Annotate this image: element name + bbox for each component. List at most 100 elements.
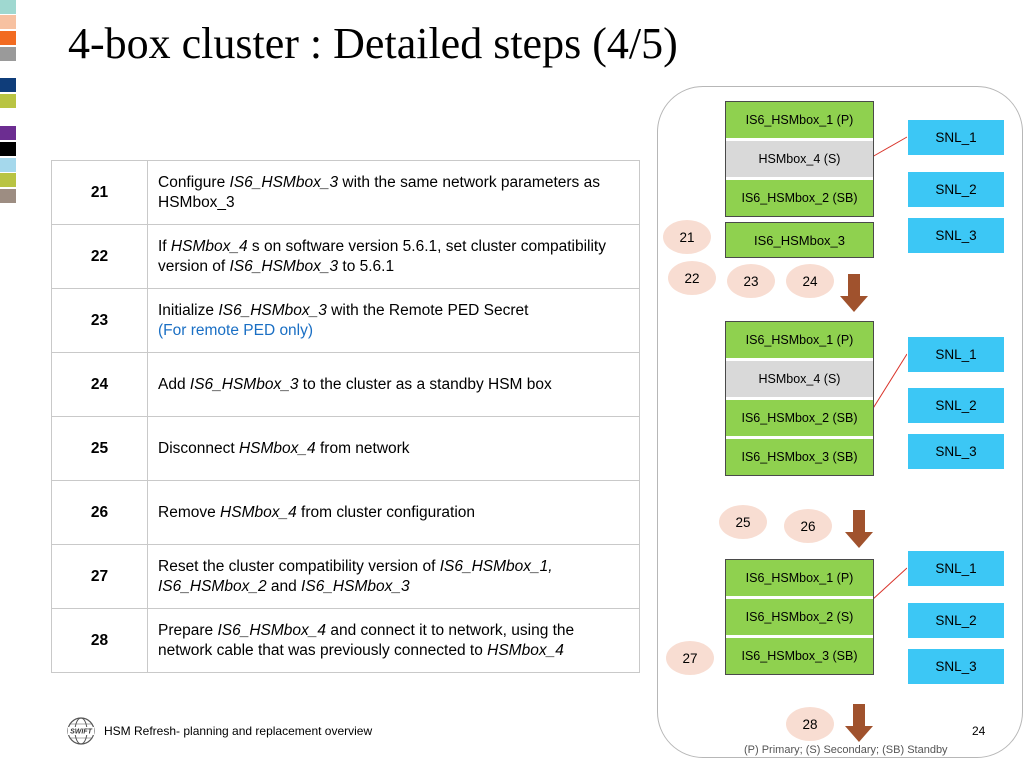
step-bubble: 25 [719, 505, 767, 539]
step-number: 24 [51, 352, 148, 417]
step-text: s on software version 5.6.1, set cluster… [158, 237, 606, 275]
link-line [871, 567, 908, 601]
snl-box: SNL_2 [907, 171, 1005, 208]
hsm-box: IS6_HSMbox_2 (SB) [726, 180, 873, 216]
color-strip-block [0, 15, 16, 29]
legend-text: (P) Primary; (S) Secondary; (SB) Standby [744, 744, 948, 756]
hsm-cluster-3: IS6_HSMbox_1 (P) IS6_HSMbox_2 (S) IS6_HS… [725, 559, 874, 675]
step-text: and [266, 577, 302, 595]
down-arrow-icon [840, 274, 868, 312]
hsm-box: IS6_HSMbox_2 (S) [726, 599, 873, 635]
device-name: IS6_HSMbox_3 [229, 173, 339, 191]
step-text: Prepare [158, 621, 218, 639]
snl-box: SNL_3 [907, 648, 1005, 685]
step-bubble: 22 [668, 261, 716, 295]
color-strip-block [0, 47, 16, 61]
hsm-box: IS6_HSMbox_1 (P) [726, 102, 873, 138]
color-strip-block [0, 158, 16, 172]
step-description: Configure IS6_HSMbox_3 with the same net… [147, 160, 640, 225]
snl-box: SNL_1 [907, 336, 1005, 373]
hsm-box: HSMbox_4 (S) [726, 361, 873, 397]
step-text: to the cluster as a standby HSM box [298, 375, 552, 393]
color-strip-block [0, 31, 16, 45]
hsm-box: IS6_HSMbox_2 (SB) [726, 400, 873, 436]
step-bubble: 26 [784, 509, 832, 543]
device-name: IS6_HSMbox_3 [218, 301, 327, 319]
step-description: If HSMbox_4 s on software version 5.6.1,… [147, 224, 640, 289]
step-text: from network [315, 439, 410, 457]
hsm-cluster-2: IS6_HSMbox_1 (P) HSMbox_4 (S) IS6_HSMbox… [725, 321, 874, 476]
page-title: 4-box cluster : Detailed steps (4/5) [68, 19, 678, 68]
color-strip-block [0, 126, 16, 140]
color-strip-block [0, 78, 16, 92]
step-text: Add [158, 375, 190, 393]
step-description: Prepare IS6_HSMbox_4 and connect it to n… [147, 608, 640, 673]
down-arrow-icon [845, 510, 873, 548]
step-bubble: 24 [786, 264, 834, 298]
device-name: IS6_HSMbox_3 [229, 257, 339, 275]
down-arrow-icon [845, 704, 873, 742]
hsm-box: IS6_HSMbox_3 (SB) [726, 439, 873, 475]
snl-box: SNL_3 [907, 433, 1005, 470]
step-text: Configure [158, 173, 230, 191]
hsm-box: IS6_HSMbox_3 (SB) [726, 638, 873, 674]
step-description: Reset the cluster compatibility version … [147, 544, 640, 609]
hsm-box: IS6_HSMbox_1 (P) [726, 560, 873, 596]
step-text: If [158, 237, 171, 255]
step-text: with the same network parameters as HSMb… [158, 173, 600, 211]
hsm-box: HSMbox_4 (S) [726, 141, 873, 177]
device-name: IS6_HSMbox_4 [217, 621, 327, 639]
swift-logo: SWIFT [67, 717, 95, 745]
link-line [871, 353, 908, 411]
device-name: HSMbox_4 [170, 237, 248, 255]
snl-box: SNL_2 [907, 602, 1005, 639]
device-name: IS6_HSMbox_1, IS6_HSMbox_2 [158, 557, 553, 595]
color-strip-block [0, 142, 16, 156]
footer-text: HSM Refresh- planning and replacement ov… [104, 724, 373, 738]
device-name: IS6_HSMbox_3 [189, 375, 299, 393]
snl-box: SNL_1 [907, 119, 1005, 156]
step-text: Disconnect [158, 439, 239, 457]
step-text: Reset the cluster compatibility version … [158, 557, 440, 575]
step-text: and connect it to network, using the net… [158, 621, 575, 659]
step-number: 26 [51, 480, 148, 545]
step-description: Remove HSMbox_4 from cluster configurati… [147, 480, 640, 545]
step-bubble: 28 [786, 707, 834, 741]
step-description: Add IS6_HSMbox_3 to the cluster as a sta… [147, 352, 640, 417]
hsm-box: IS6_HSMbox_1 (P) [726, 322, 873, 358]
step-text: from cluster configuration [296, 503, 476, 521]
snl-box: SNL_2 [907, 387, 1005, 424]
snl-box: SNL_1 [907, 550, 1005, 587]
page-number: 24 [972, 724, 986, 738]
new-hsm-box: IS6_HSMbox_3 [725, 222, 874, 258]
svg-text:SWIFT: SWIFT [70, 729, 92, 736]
hsm-cluster-1: IS6_HSMbox_1 (P) HSMbox_4 (S) IS6_HSMbox… [725, 101, 874, 217]
step-text: Remove [158, 503, 221, 521]
step-number: 25 [51, 416, 148, 481]
step-text: to 5.6.1 [338, 257, 395, 275]
step-number: 23 [51, 288, 148, 353]
snl-box: SNL_3 [907, 217, 1005, 254]
step-bubble: 21 [663, 220, 711, 254]
step-text: Initialize [158, 301, 219, 319]
step-bubble: 27 [666, 641, 714, 675]
color-strip-block [0, 173, 16, 187]
color-strip-block [0, 189, 16, 203]
device-name: HSMbox_4 [238, 439, 316, 457]
device-name: HSMbox_4 [487, 641, 564, 659]
link-line [871, 136, 908, 158]
step-bubble: 23 [727, 264, 775, 298]
step-description: Disconnect HSMbox_4 from network [147, 416, 640, 481]
step-note: (For remote PED only) [158, 321, 314, 339]
color-strip-block [0, 0, 16, 14]
